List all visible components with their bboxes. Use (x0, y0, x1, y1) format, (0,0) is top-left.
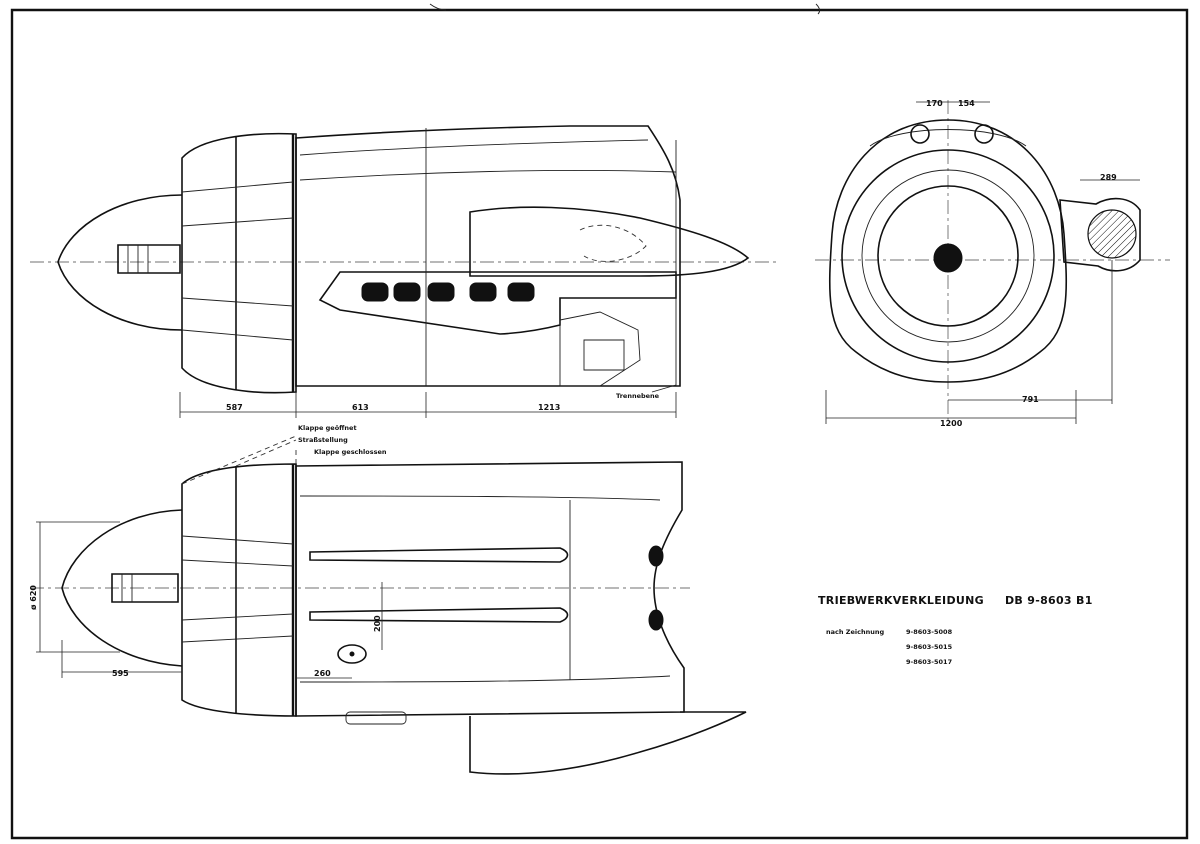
front-hub (934, 244, 962, 272)
side-exhaust-pod (320, 272, 676, 334)
drawing-title: TRIEBWERKVERKLEIDUNG (818, 594, 984, 607)
front-view: 170 154 289 791 1200 (815, 99, 1170, 428)
flap-note-trail: Straßstellung (298, 436, 348, 444)
front-dim-289: 289 (1100, 173, 1117, 182)
trennebene-label: Trennebene (616, 392, 660, 400)
reference-number-1: 9-8603-5008 (906, 628, 953, 636)
front-ring-outer (842, 150, 1054, 362)
front-side-intake-body (1060, 199, 1140, 271)
dim-587: 587 (226, 403, 243, 412)
side-exhaust-ports (362, 283, 534, 301)
front-dim-154: 154 (958, 99, 975, 108)
plan-dim-620: ø 620 (29, 585, 38, 610)
plan-slot-2 (310, 608, 568, 622)
plan-exhaust-bottom (649, 610, 663, 630)
front-dim-170: 170 (926, 99, 943, 108)
front-ring-inner (878, 186, 1018, 326)
plan-dim-260: 260 (314, 669, 331, 678)
reference-label: nach Zeichnung (826, 628, 885, 636)
dim-1213: 1213 (538, 403, 560, 412)
border-mark (430, 4, 820, 14)
front-intake-left (911, 125, 929, 143)
reference-number-3: 9-8603-5017 (906, 658, 953, 666)
front-dim-1200: 1200 (940, 419, 963, 428)
plan-exhaust-top (649, 546, 663, 566)
plan-flap-lines (182, 436, 296, 484)
plan-dim-200: 200 (373, 615, 382, 632)
plan-view: Klappe geöffnet Straßstellung Klappe ges… (29, 424, 746, 774)
plan-dim-595: 595 (112, 669, 129, 678)
front-side-intake (1088, 210, 1136, 258)
front-intake-right (975, 125, 993, 143)
dim-613: 613 (352, 403, 369, 412)
side-nose-ring (182, 134, 296, 393)
side-cowl-upper-panel (300, 170, 676, 180)
side-cowl-body (296, 126, 680, 386)
side-spinner (58, 195, 182, 330)
plan-fitting (338, 645, 366, 663)
front-dim-791: 791 (1022, 395, 1039, 404)
drawing-number: DB 9-8603 B1 (1005, 594, 1093, 607)
side-view: Trennebene 587 613 1213 (30, 126, 780, 418)
front-ring-mid (862, 170, 1034, 342)
plan-shaft (112, 574, 178, 602)
flap-note-closed: Klappe geschlossen (314, 448, 387, 456)
plan-nose-ring (182, 464, 296, 716)
plan-slot-1 (310, 548, 568, 562)
side-intake-scoop (470, 207, 748, 276)
flap-note-open: Klappe geöffnet (298, 424, 357, 432)
plan-cowl-body (296, 462, 684, 716)
reference-number-2: 9-8603-5015 (906, 643, 953, 651)
plan-spinner (62, 510, 182, 666)
side-shaft (118, 245, 180, 273)
sheet-border (12, 10, 1187, 838)
plan-lower-scoop (470, 712, 746, 774)
side-lower-gear (560, 312, 640, 386)
